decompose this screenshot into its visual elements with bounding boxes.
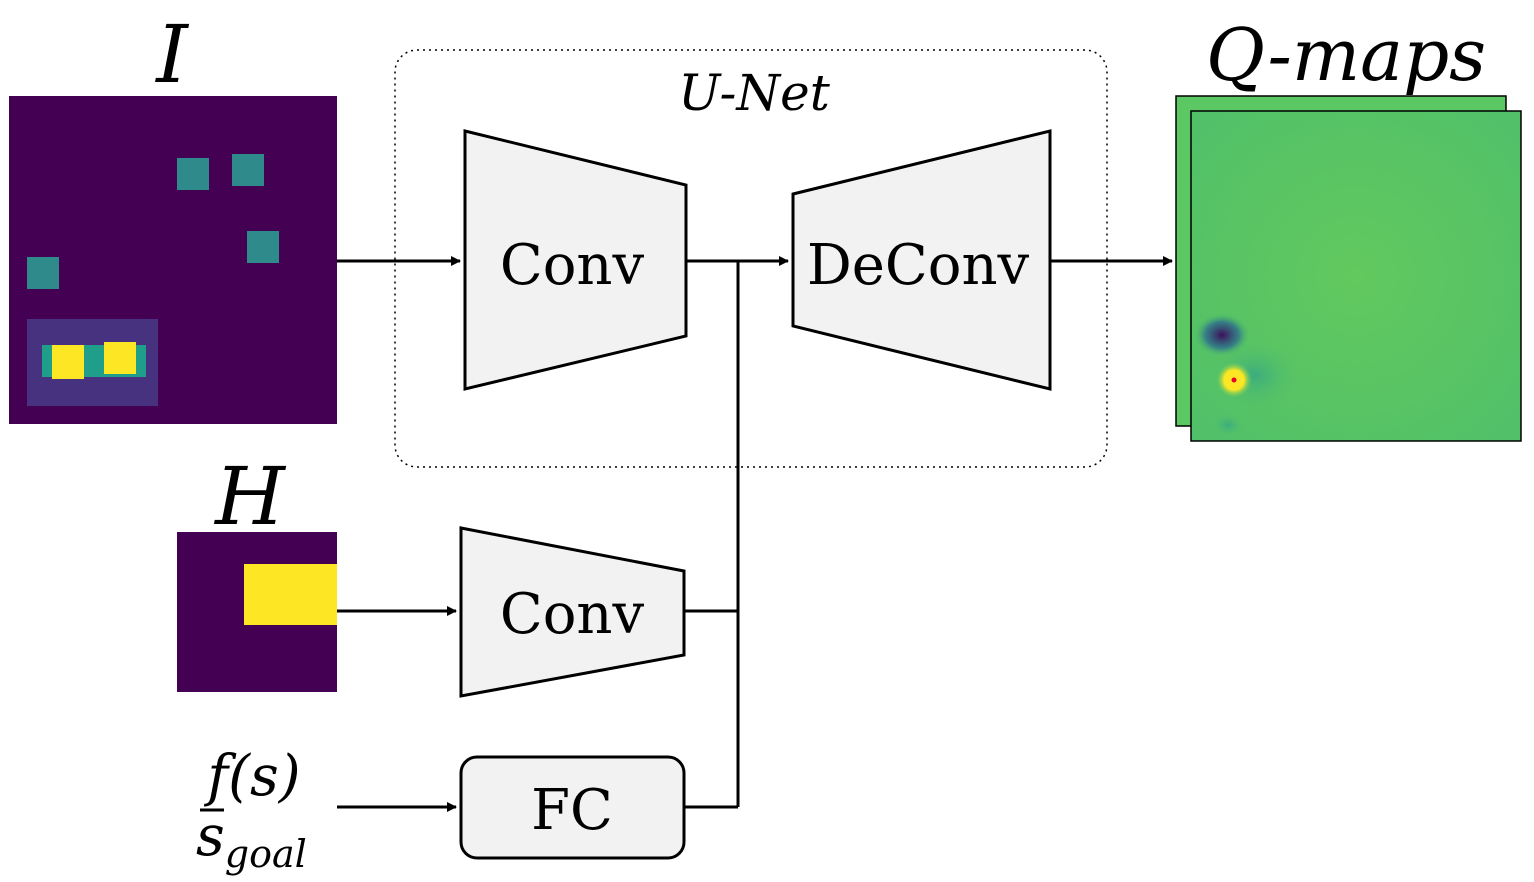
goal-state-base: s xyxy=(196,804,225,869)
goal-state-label: sgoal xyxy=(196,804,307,876)
connectors xyxy=(337,256,1173,812)
qmaps-output xyxy=(1175,95,1522,442)
image-input-label: I xyxy=(154,8,189,101)
heightmap-input xyxy=(177,532,337,692)
object-block xyxy=(104,342,136,374)
unet-decoder-label: DeConv xyxy=(807,233,1030,298)
unet-encoder-conv-block: Conv xyxy=(463,129,688,391)
unet-label: U-Net xyxy=(678,64,830,122)
unet-decoder-deconv-block: DeConv xyxy=(791,129,1052,391)
object-block xyxy=(177,158,209,190)
heightmap-conv-label: Conv xyxy=(500,582,645,647)
qmaps-label: Q-maps xyxy=(1206,13,1486,97)
object-block xyxy=(247,231,279,263)
qmap-low-region xyxy=(1212,413,1244,437)
svg-text:sgoal: sgoal xyxy=(196,804,307,876)
object-block xyxy=(52,345,84,379)
state-function-label: f(s) xyxy=(203,744,300,809)
goal-state-subscript: goal xyxy=(225,832,307,876)
fc-label: FC xyxy=(531,778,613,843)
fc-block: FC xyxy=(459,755,686,860)
unet-encoder-label: Conv xyxy=(500,233,645,298)
heightmap-conv-block: Conv xyxy=(459,526,686,698)
qmap-best-action-marker xyxy=(1231,377,1237,383)
image-input xyxy=(9,96,337,424)
heightmap-input-label: H xyxy=(213,450,287,543)
object-block xyxy=(27,257,59,289)
object-block xyxy=(232,154,264,186)
unet-boundary xyxy=(394,49,1108,468)
